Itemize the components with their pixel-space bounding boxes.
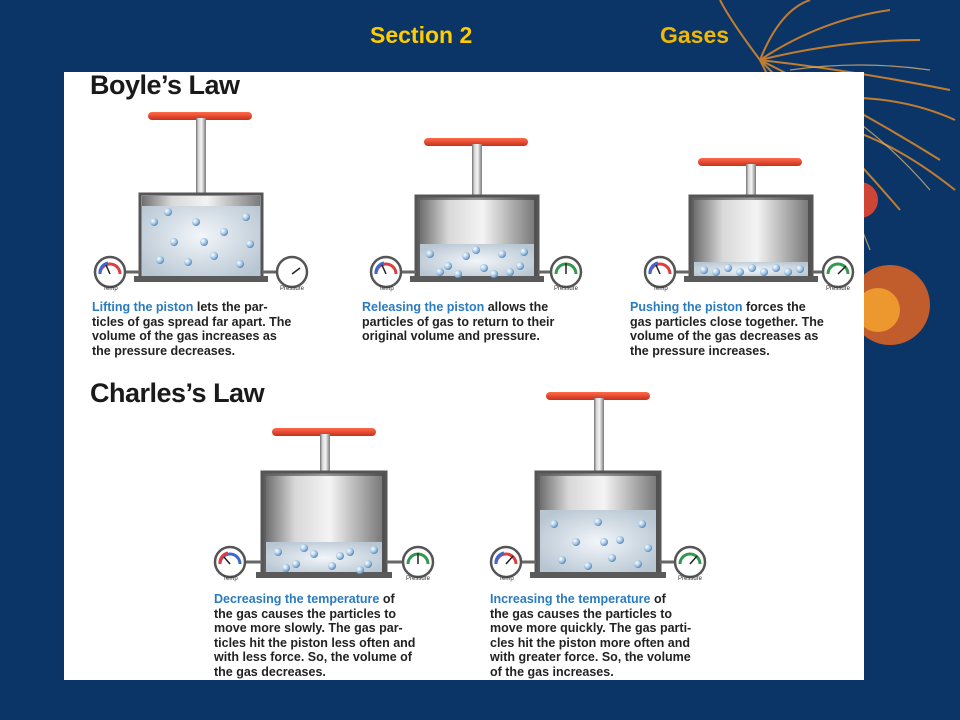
piston-head <box>266 476 382 542</box>
piston-head <box>142 196 260 206</box>
temp-label: Temp <box>379 286 394 292</box>
gas-chamber <box>138 192 264 280</box>
charles-caption-2: Increasing the temperature of the gas ca… <box>490 592 692 679</box>
caption-highlight: Increasing the temperature <box>490 592 651 606</box>
piston-head <box>420 200 534 244</box>
charles-apparatus-2 <box>489 392 707 579</box>
pressure-gauge-1 <box>262 255 309 289</box>
section-label: Section 2 <box>370 22 473 48</box>
piston-rod <box>196 118 206 202</box>
piston-head <box>540 476 656 510</box>
temp-label: Temp <box>223 576 238 582</box>
piston-head <box>694 200 808 262</box>
slide-title: Section 2 Gases <box>0 22 960 54</box>
boyle-caption-3: Pushing the piston forces the gas partic… <box>630 300 824 358</box>
caption-highlight: Pushing the piston <box>630 300 743 314</box>
temp-label: Temp <box>499 576 514 582</box>
pressure-label: Pressure <box>280 286 305 292</box>
pressure-label: Pressure <box>678 576 703 582</box>
temp-label: Temp <box>103 286 118 292</box>
charles-law-title: Charles’s Law <box>90 378 265 408</box>
temp-gauge-1 <box>93 255 140 289</box>
pressure-label: Pressure <box>554 286 579 292</box>
piston-handle <box>148 112 252 120</box>
boyle-apparatus-2 <box>369 138 583 289</box>
boyle-caption-1: Lifting the piston lets the par- ticles … <box>92 300 292 358</box>
boyle-apparatus-3 <box>643 158 855 289</box>
pressure-label: Pressure <box>826 286 851 292</box>
apparatus-illustrations: Temp Pressure Temp Pressure Temp Pressur… <box>93 112 855 582</box>
topic-label: Gases <box>660 22 730 48</box>
boyles-law-title: Boyle’s Law <box>90 70 240 100</box>
charles-apparatus-1 <box>213 428 435 579</box>
temp-label: Temp <box>653 286 668 292</box>
pressure-gauge-5 <box>673 545 707 579</box>
caption-highlight: Decreasing the temperature <box>214 592 380 606</box>
pressure-label: Pressure <box>406 576 431 582</box>
caption-highlight: Lifting the piston <box>92 300 194 314</box>
gas-laws-figure: Temp Pressure Temp Pressure Temp Pressur… <box>64 70 864 680</box>
boyle-caption-2: Releasing the piston allows the particle… <box>362 300 555 343</box>
caption-highlight: Releasing the piston <box>362 300 485 314</box>
boyle-apparatus-1 <box>134 112 268 282</box>
charles-caption-1: Decreasing the temperature of the gas ca… <box>214 592 416 679</box>
pressure-gauge-3 <box>821 255 855 289</box>
